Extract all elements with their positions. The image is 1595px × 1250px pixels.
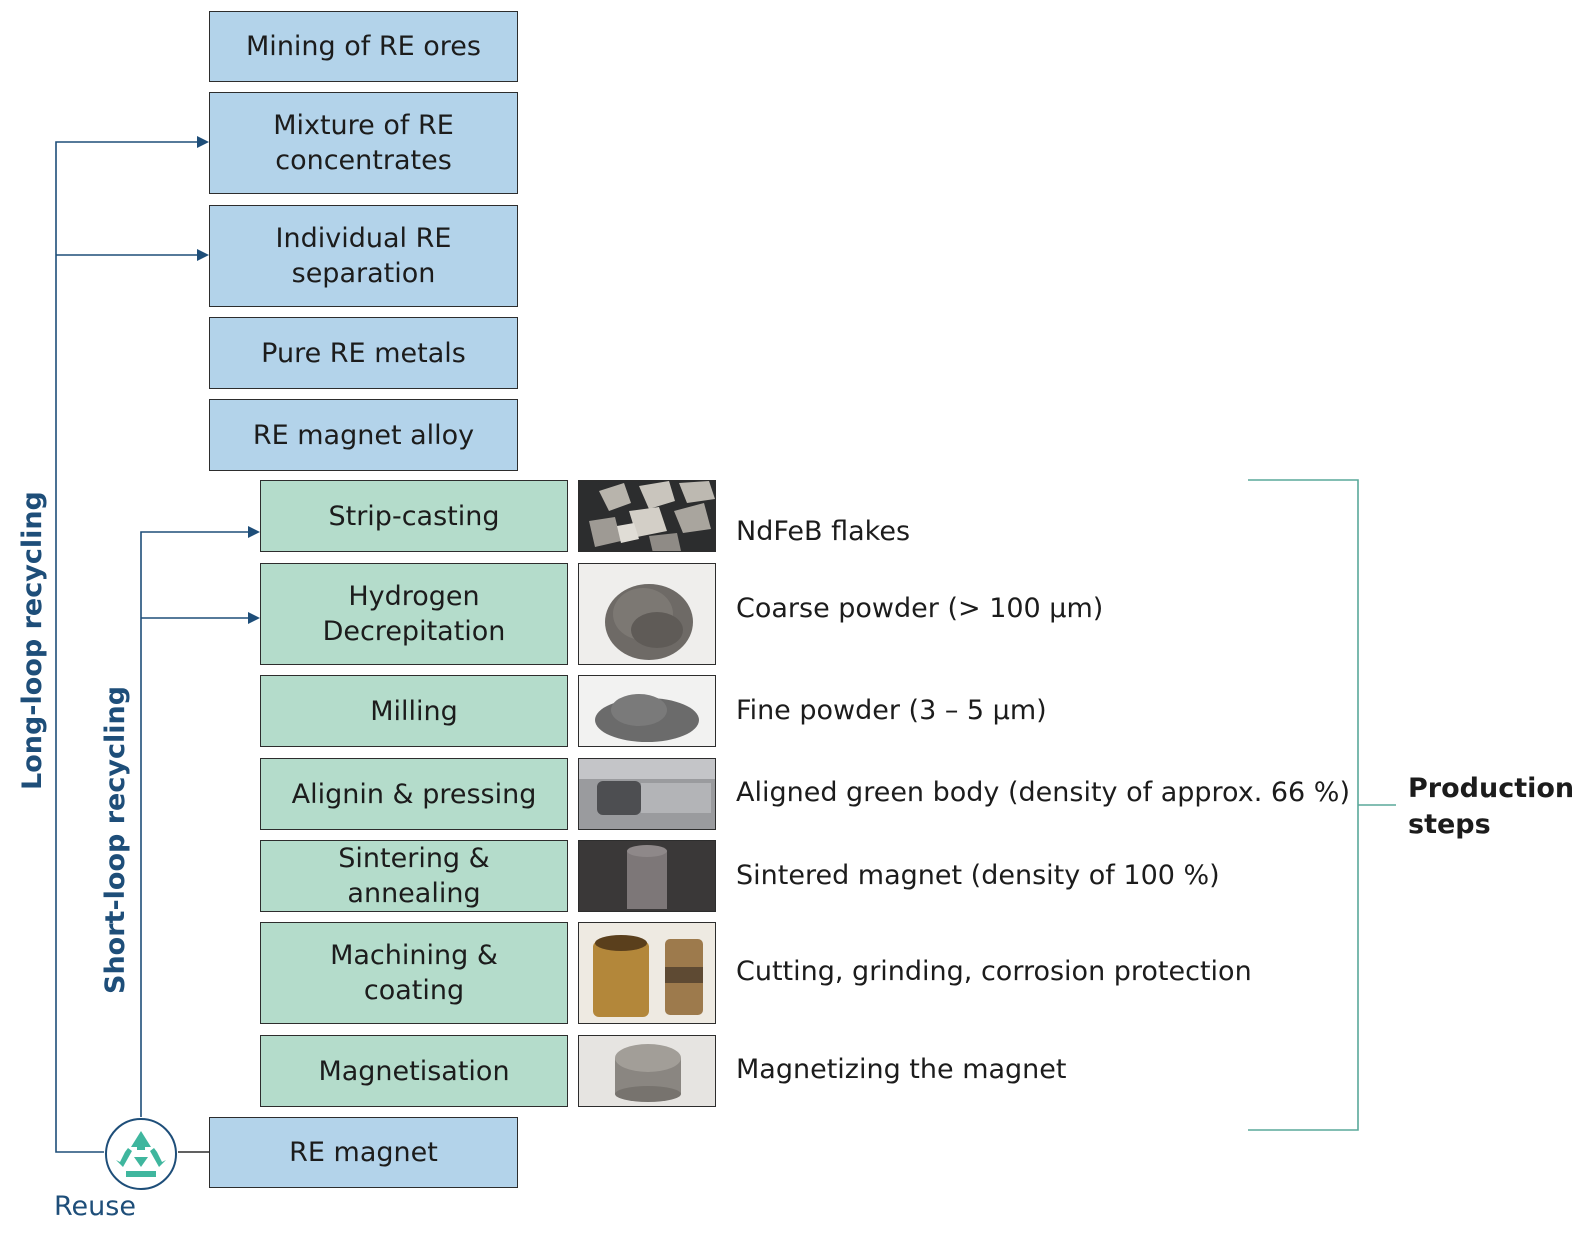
photo-fine-powder [578, 675, 716, 747]
photo-green-body [578, 758, 716, 830]
reuse-label: Reuse [54, 1191, 136, 1222]
box-mixture: Mixture of RE concentrates [209, 92, 518, 194]
desc-magnetizing: Magnetizing the magnet [736, 1054, 1067, 1085]
photo-machined-magnet [578, 922, 716, 1024]
box-mining-label: Mining of RE ores [246, 31, 481, 62]
box-pure-metals-label: Pure RE metals [261, 337, 466, 369]
production-steps-label: Production steps [1408, 771, 1574, 843]
box-re-magnet: RE magnet [209, 1117, 518, 1188]
production-steps-line1: Production [1408, 773, 1575, 804]
box-mixture-label: Mixture of RE concentrates [273, 110, 454, 176]
box-pure-metals: Pure RE metals [209, 317, 518, 389]
production-steps-line2: steps [1408, 809, 1491, 840]
short-loop-label: Short-loop recycling [100, 685, 131, 994]
long-loop-line [55, 136, 209, 1153]
box-mining: Mining of RE ores [209, 11, 518, 82]
recycle-icon [104, 1117, 178, 1191]
box-separation: Individual RE separation [209, 205, 518, 307]
step-strip-casting-label: Strip-casting [328, 500, 500, 532]
step-machining-coating: Machining & coating [260, 922, 568, 1024]
step-sintering-annealing: Sintering & annealing [260, 840, 568, 912]
short-loop-line [140, 526, 260, 1117]
step-milling: Milling [260, 675, 568, 747]
photo-sintered-magnet [578, 840, 716, 912]
step-strip-casting: Strip-casting [260, 480, 568, 552]
step-machining-coating-label: Machining & coating [330, 940, 498, 1006]
desc-ndfeb-flakes: NdFeB flakes [736, 516, 911, 547]
step-magnetisation-label: Magnetisation [318, 1055, 510, 1087]
photo-ndfeb-flakes [578, 480, 716, 552]
photo-coarse-powder [578, 563, 716, 665]
box-magnet-alloy-label: RE magnet alloy [252, 419, 475, 451]
desc-green-body: Aligned green body (density of approx. 6… [736, 777, 1350, 808]
box-magnet-alloy: RE magnet alloy [209, 399, 518, 471]
box-re-magnet-label: RE magnet [289, 1137, 438, 1168]
desc-fine-powder: Fine powder (3 – 5 µm) [736, 695, 1047, 726]
long-loop-label: Long-loop recycling [17, 491, 48, 790]
step-hydrogen-decrepitation-label: Hydrogen Decrepitation [322, 581, 506, 647]
desc-coarse-powder: Coarse powder (> 100 µm) [736, 593, 1104, 624]
desc-machining: Cutting, grinding, corrosion protection [736, 956, 1252, 987]
step-hydrogen-decrepitation: Hydrogen Decrepitation [260, 563, 568, 665]
box-separation-label: Individual RE separation [275, 223, 452, 289]
desc-sintered-magnet: Sintered magnet (density of 100 %) [736, 860, 1220, 891]
step-milling-label: Milling [370, 695, 458, 727]
step-sintering-annealing-label: Sintering & annealing [338, 843, 490, 909]
step-aligning-pressing-label: Alignin & pressing [291, 778, 537, 810]
photo-magnetized-magnet [578, 1035, 716, 1107]
step-aligning-pressing: Alignin & pressing [260, 758, 568, 830]
step-magnetisation: Magnetisation [260, 1035, 568, 1107]
